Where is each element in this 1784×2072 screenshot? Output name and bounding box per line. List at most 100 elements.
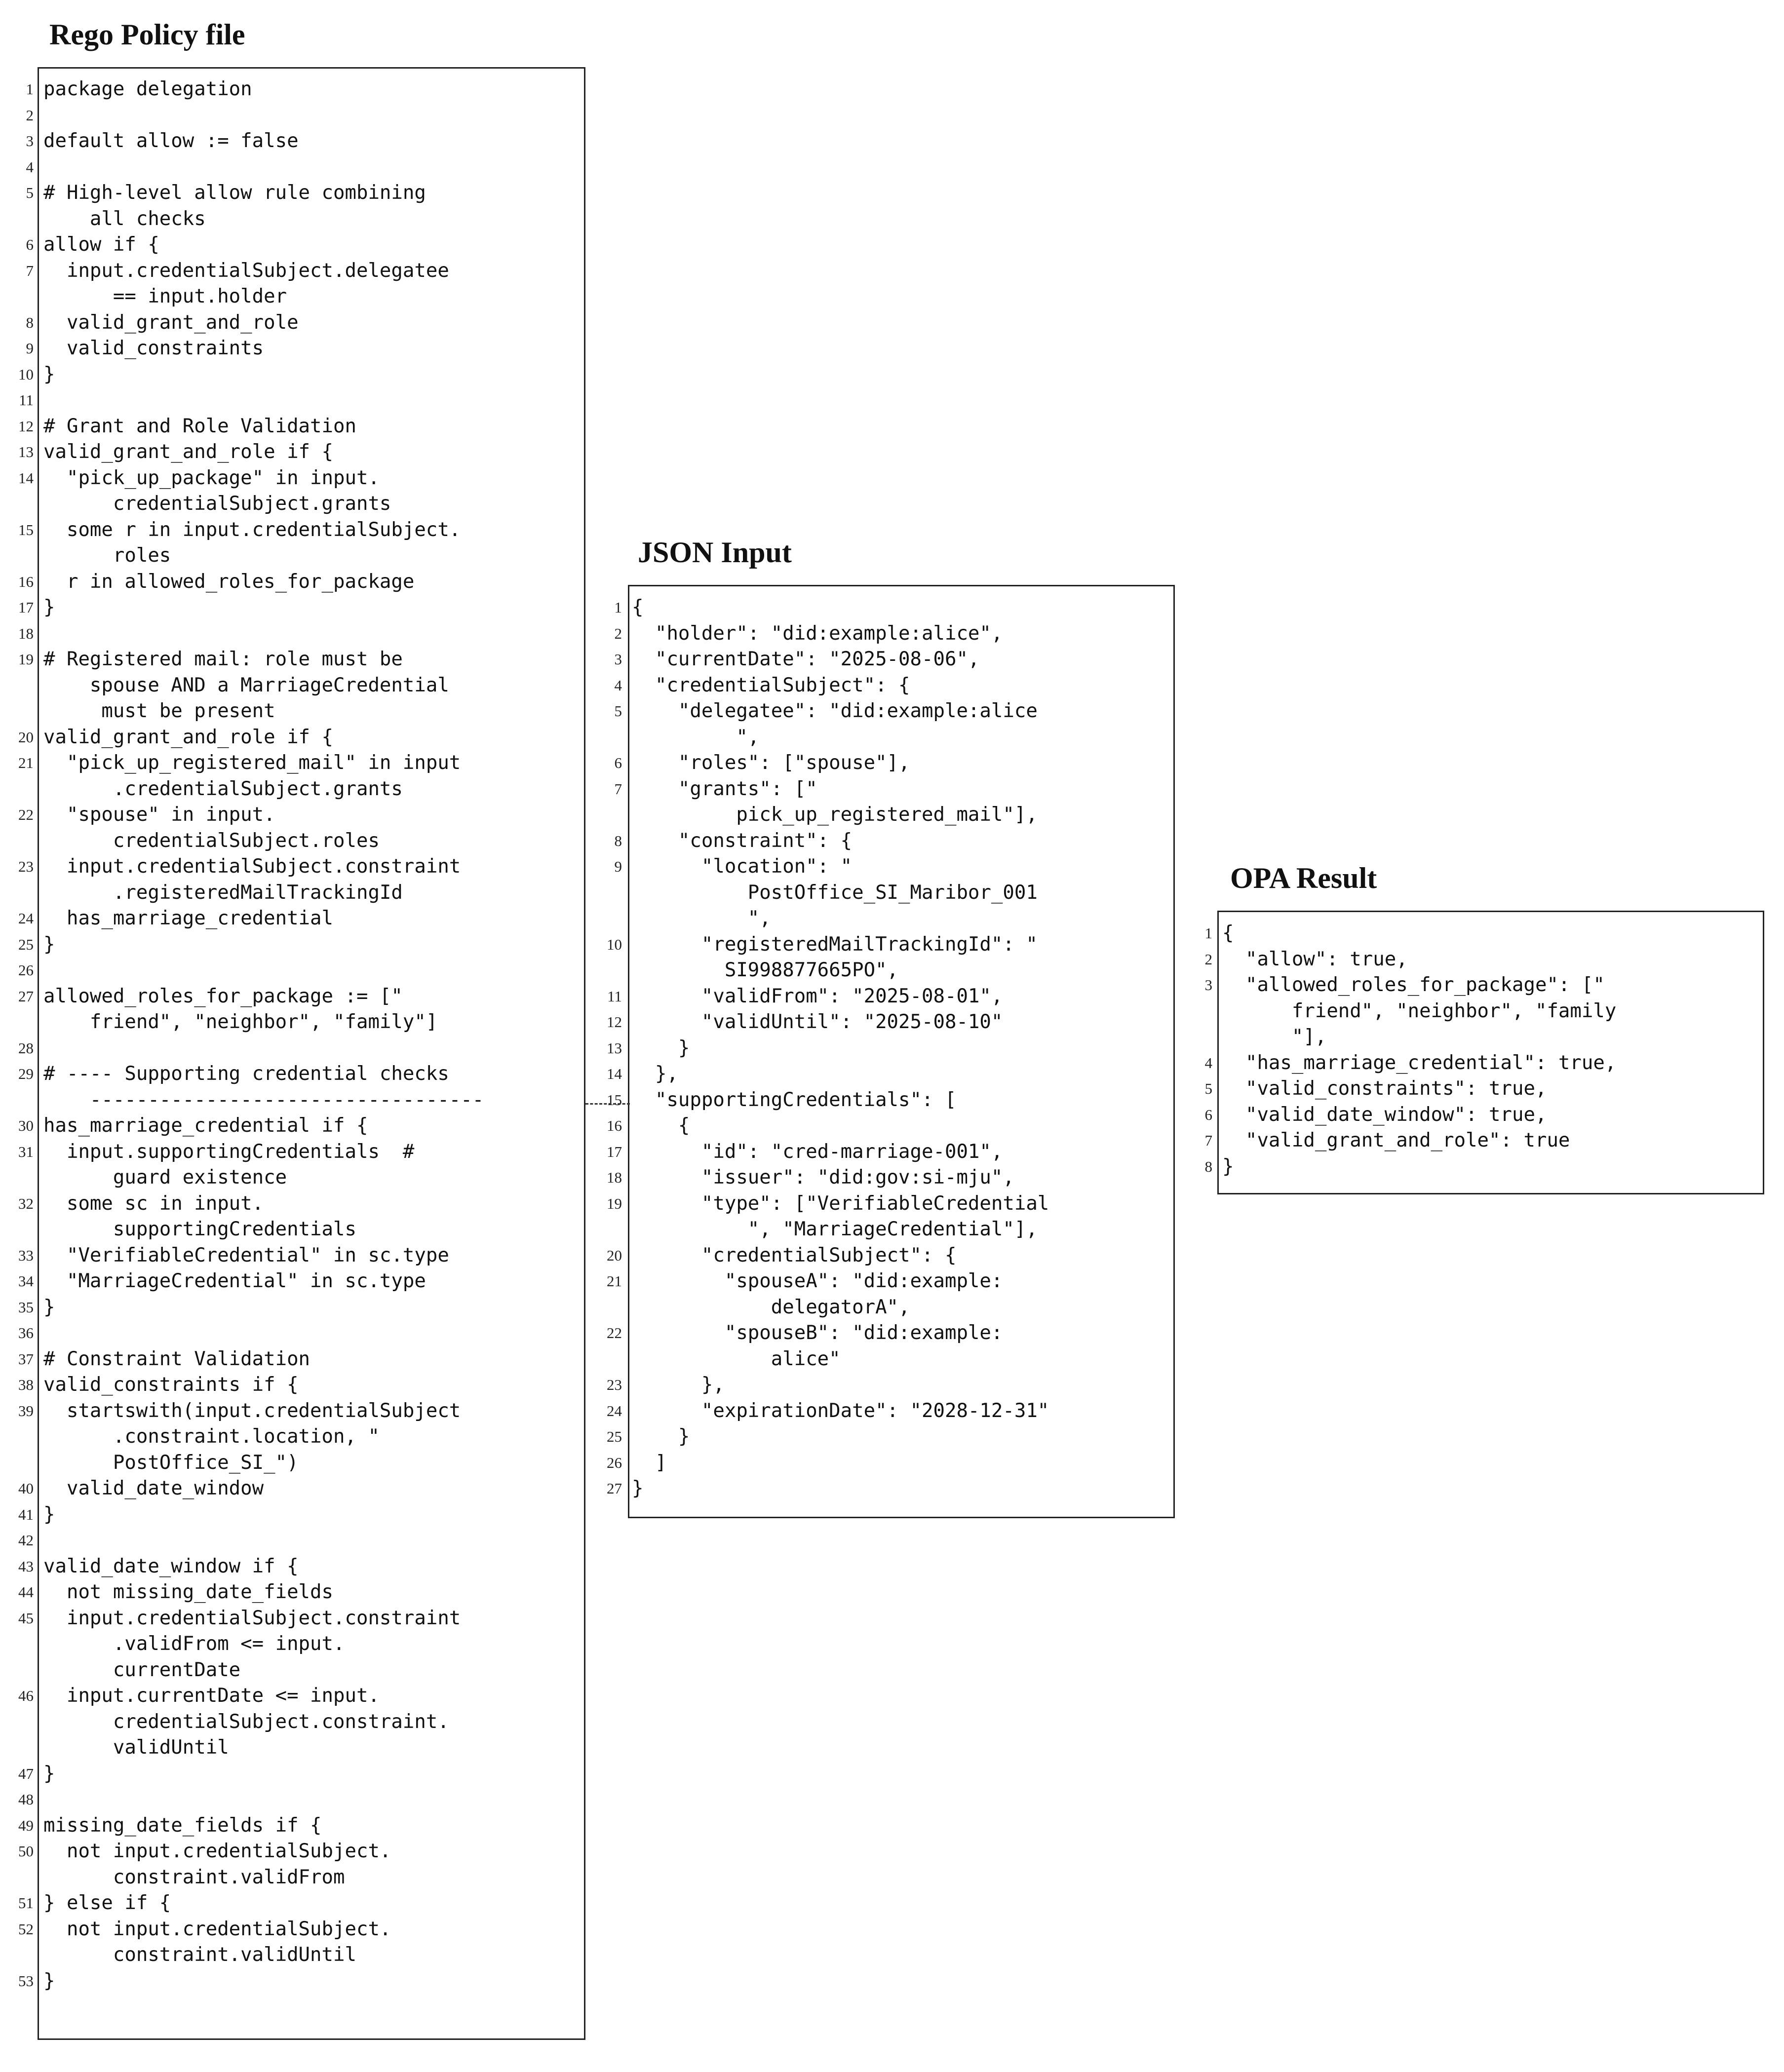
- code-line: 5 "delegatee": "did:example:alice: [601, 698, 1174, 725]
- code-line: 3 "currentDate": "2025-08-06",: [601, 647, 1174, 673]
- code-text: friend", "neighbor", "family"]: [43, 1011, 438, 1033]
- code-line: 15 some r in input.credentialSubject.: [13, 517, 581, 543]
- code-line: 49 missing_date_fields if {: [13, 1813, 581, 1839]
- line-number: 2: [1204, 950, 1213, 968]
- line-number: 8: [26, 313, 34, 331]
- line-number: 14: [18, 469, 34, 487]
- code-line: roles: [13, 543, 581, 569]
- code-text: pick_up_registered_mail"],: [632, 804, 1038, 826]
- code-text: "valid_constraints": true,: [1222, 1077, 1547, 1100]
- line-number: 13: [607, 1039, 622, 1057]
- code-line: 3 "allowed_roles_for_package": [": [1192, 972, 1764, 998]
- code-text: ----------------------------------: [43, 1088, 484, 1111]
- code-line: 29# ---- Supporting credential checks: [13, 1061, 581, 1087]
- code-line: 5 "valid_constraints": true,: [1192, 1076, 1764, 1102]
- code-text: }: [632, 1477, 644, 1499]
- line-number: 8: [614, 832, 622, 849]
- code-text: "validUntil": "2025-08-10": [632, 1011, 1003, 1033]
- code-text: [43, 1320, 581, 1346]
- code-text: credentialSubject.roles: [43, 829, 380, 852]
- code-line: 16 {: [601, 1113, 1174, 1139]
- line-number: 19: [607, 1194, 622, 1212]
- code-text: # Constraint Validation: [43, 1347, 310, 1370]
- code-text: has_marriage_credential: [43, 907, 333, 929]
- code-text: [43, 958, 581, 984]
- line-number: 2: [614, 624, 622, 642]
- code-text: input.currentDate <= input.: [43, 1685, 380, 1707]
- line-number: 15: [607, 1091, 622, 1109]
- code-text: }: [43, 1762, 55, 1785]
- code-text: "valid_grant_and_role": true: [1222, 1129, 1570, 1151]
- line-number: 53: [18, 1972, 34, 1990]
- code-text: "has_marriage_credential": true,: [1222, 1051, 1617, 1074]
- code-text: must be present: [43, 700, 275, 722]
- code-text: "registeredMailTrackingId": ": [632, 933, 1038, 956]
- line-number: 22: [18, 806, 34, 823]
- line-number: 16: [18, 573, 34, 590]
- code-line: 23 input.credentialSubject.constraint: [13, 854, 581, 880]
- code-text: {: [1222, 922, 1234, 944]
- json-panel-title: JSON Input: [638, 536, 792, 569]
- code-line: 18: [13, 621, 581, 647]
- line-number: 23: [607, 1376, 622, 1393]
- code-text: "issuer": "did:gov:si-mju",: [632, 1166, 1014, 1189]
- code-line: 45 input.credentialSubject.constraint: [13, 1606, 581, 1632]
- rego-panel-title: Rego Policy file: [49, 18, 245, 51]
- code-text: not input.credentialSubject.: [43, 1840, 391, 1862]
- line-number: 23: [18, 858, 34, 875]
- code-text: {: [632, 596, 644, 618]
- line-number: 38: [18, 1376, 34, 1393]
- code-line: 25}: [13, 932, 581, 958]
- code-line: 44 not missing_date_fields: [13, 1579, 581, 1606]
- line-number: 40: [18, 1480, 34, 1497]
- code-line: 16 r in allowed_roles_for_package: [13, 569, 581, 595]
- code-line: ----------------------------------: [13, 1087, 581, 1113]
- line-number: 21: [607, 1272, 622, 1290]
- code-text: # Registered mail: role must be: [43, 648, 403, 670]
- line-number: 10: [18, 365, 34, 383]
- code-text: missing_date_fields if {: [43, 1814, 322, 1837]
- code-line: 10 "registeredMailTrackingId": ": [601, 932, 1174, 958]
- code-text: "spouse" in input.: [43, 804, 275, 826]
- code-line: 19 "type": ["VerifiableCredential: [601, 1191, 1174, 1217]
- code-text: some r in input.credentialSubject.: [43, 518, 461, 541]
- code-text: valid_grant_and_role if {: [43, 441, 333, 463]
- code-text: currentDate: [43, 1658, 241, 1681]
- code-line: 42: [13, 1528, 581, 1554]
- code-line: 2 "holder": "did:example:alice",: [601, 621, 1174, 647]
- line-number: 3: [614, 651, 622, 668]
- code-text: roles: [43, 544, 171, 567]
- code-line: credentialSubject.grants: [13, 491, 581, 517]
- line-number: 8: [1204, 1157, 1213, 1175]
- code-line: 35}: [13, 1295, 581, 1321]
- code-text: some sc in input.: [43, 1192, 264, 1215]
- line-number: 34: [18, 1272, 34, 1290]
- opa-panel-title: OPA Result: [1230, 862, 1377, 894]
- line-number: 20: [607, 1246, 622, 1264]
- code-line: 8 "constraint": {: [601, 828, 1174, 854]
- code-text: validUntil: [43, 1736, 229, 1759]
- line-number: 13: [18, 443, 34, 460]
- line-number: 49: [18, 1816, 34, 1834]
- code-line: 52 not input.credentialSubject.: [13, 1917, 581, 1943]
- code-line: 41}: [13, 1502, 581, 1528]
- line-number: 32: [18, 1194, 34, 1212]
- code-line: 21 "pick_up_registered_mail" in input: [13, 750, 581, 776]
- code-line: 7 input.credentialSubject.delegatee: [13, 258, 581, 284]
- line-number: 30: [18, 1117, 34, 1134]
- code-text: "type": ["VerifiableCredential: [632, 1192, 1049, 1215]
- code-text: package delegation: [43, 78, 252, 100]
- line-number: 24: [18, 910, 34, 927]
- code-text: allow if {: [43, 233, 159, 256]
- code-line: 53}: [13, 1968, 581, 1995]
- line-number: 29: [18, 1065, 34, 1082]
- code-line: 18 "issuer": "did:gov:si-mju",: [601, 1165, 1174, 1191]
- code-text: .constraint.location, ": [43, 1425, 380, 1448]
- line-number: 7: [614, 780, 622, 798]
- code-text: alice": [632, 1347, 841, 1370]
- code-line: PostOffice_SI_"): [13, 1450, 581, 1476]
